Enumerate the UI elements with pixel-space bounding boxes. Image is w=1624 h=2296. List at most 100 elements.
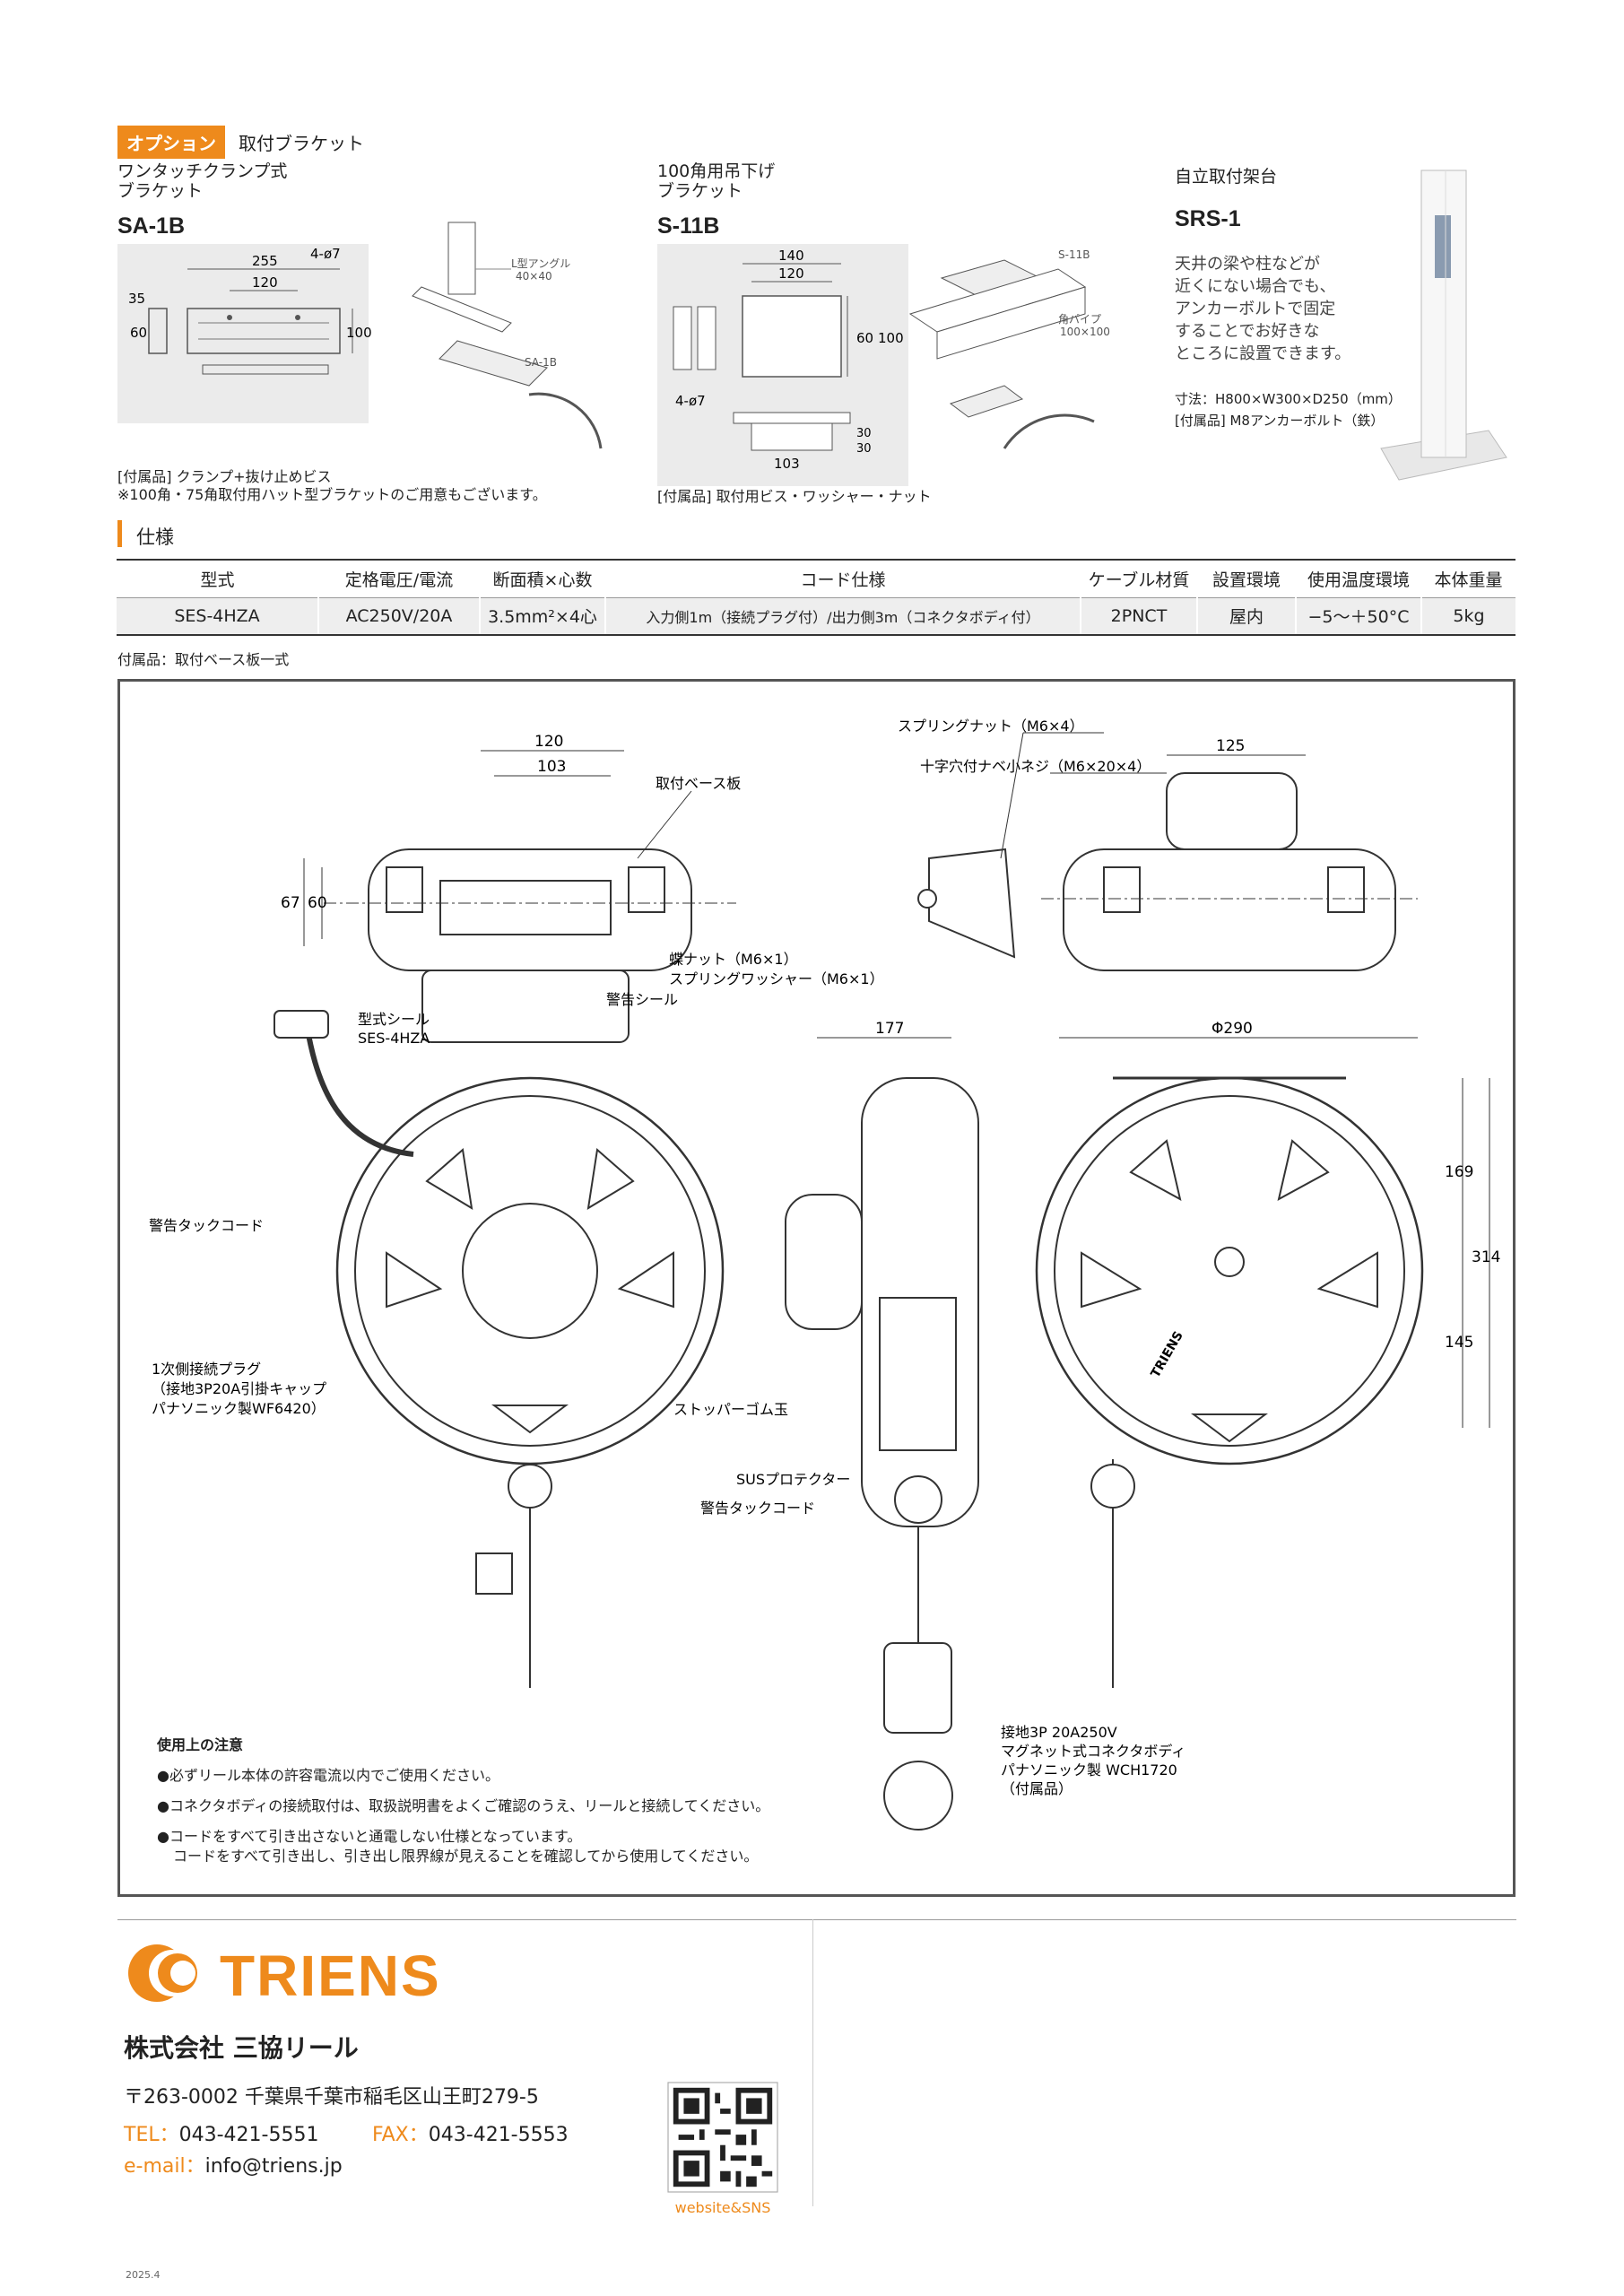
s11b-dim-30b: 30 [856,442,872,456]
label-stopper: ストッパーゴム玉 [673,1401,788,1418]
bracket-srs1-size: 寸法：H800×W300×D250（mm） [1175,391,1402,407]
s11b-dim-holes: 4-ø7 [675,393,706,409]
sa1b-callout-angle-size: 40×40 [516,270,552,283]
dim-125: 125 [1216,737,1245,755]
footer-date: 2025.4 [126,2269,161,2281]
option-tag: オプション [117,126,225,159]
sa1b-callout-angle: L型アングル [511,257,570,270]
spec-h-cable: ケーブル材質 [1081,559,1197,598]
dim-314: 314 [1472,1248,1500,1266]
label-conn-4: （付属品） [1001,1780,1073,1797]
spec-c-weight: 5kg [1420,597,1515,636]
technical-drawing-frame [117,679,1515,1897]
bracket-s11b-desc2: ブラケット [657,181,743,201]
spec-table: 型式 定格電圧/電流 断面積×心数 コード仕様 ケーブル材質 設置環境 使用温度… [117,559,1515,636]
sa1b-callout-label: SA-1B [525,356,557,369]
label-base-plate: 取付ベース板 [656,775,741,792]
spec-c-voltage: AC250V/20A [317,597,480,636]
label-wing-nut: 蝶ナット（M6×1） [669,951,798,968]
spec-c-model: SES-4HZA [117,597,318,636]
sa1b-dim-60: 60 [130,325,147,341]
note-4: コードをすべて引き出し、引き出し限界線が見えることを確認してから使用してください… [173,1848,759,1865]
s11b-callout-pipe-size: 100×100 [1060,326,1110,338]
spec-c-temp: −5〜＋50°C [1295,597,1421,636]
tel-label: TEL： [124,2124,179,2146]
s11b-dim-60: 60 [856,330,873,346]
spec-data-row: SES-4HZA AC250V/20A 3.5mm²×4心 入力側1m（接続プラ… [117,597,1515,636]
dim-290: Φ290 [1211,1020,1253,1038]
notes-title: 使用上の注意 [157,1736,244,1753]
s11b-dim-100: 100 [878,330,904,346]
bracket-sa1b-iso: L型アングル 40×40 SA-1B [412,222,603,449]
label-model-seal-val: SES-4HZA [358,1030,430,1047]
label-plug-3: パナソニック製WF6420） [152,1400,326,1417]
srs1-text-line3: アンカーボルトで固定 [1175,300,1336,318]
usage-notes: 使用上の注意 ●必ずリール本体の許容電流以内でご使用ください。 ●コネクタボディ… [157,1735,769,1866]
spec-h-temp: 使用温度環境 [1296,559,1421,598]
spec-c-cable: 2PNCT [1080,597,1197,636]
mail-value[interactable]: info@triens.jp [204,2155,343,2178]
note-1: ●必ずリール本体の許容電流以内でご使用ください。 [157,1767,499,1784]
label-sus: SUSプロテクター [736,1471,850,1488]
label-conn-2: マグネット式コネクタボディ [1001,1743,1185,1760]
bracket-s11b-desc1: 100角用吊下げ [657,161,776,181]
bracket-sa1b-accessory: [付属品] クランプ+抜け止めビス [117,468,332,485]
footer-address: 〒263-0002 千葉県千葉市稲毛区山王町279-5 [124,2086,539,2109]
footer-mail: e-mail：info@triens.jp [124,2150,343,2179]
label-warning-seal: 警告シール [606,991,678,1008]
sa1b-dim-120: 120 [252,274,278,291]
sa1b-dim-35: 35 [128,291,145,307]
bracket-s11b-drawing: 140 120 60 100 4-ø7 103 30 30 [673,248,904,472]
s11b-dim-120: 120 [778,265,804,282]
bracket-srs1-text: 天井の梁や柱などが 近くにない場合でも、 アンカーボルトで固定 することでお好き… [1175,253,1350,365]
bracket-s11b-iso: S-11B 角パイプ 100×100 [908,248,1110,449]
spec-h-cord: コード仕様 [605,559,1081,598]
qr-caption: website&SNS [674,2199,771,2216]
spec-c-cross: 3.5mm²×4心 [479,597,605,636]
dim-120: 120 [534,733,563,751]
spec-h-model: 型式 [117,559,318,598]
spec-header-row: 型式 定格電圧/電流 断面積×心数 コード仕様 ケーブル材質 設置環境 使用温度… [117,559,1515,598]
spec-heading: 仕様 [136,526,174,548]
bracket-sa1b-desc2: ブラケット [117,181,204,201]
label-plug-1: 1次側接続プラグ [152,1361,261,1378]
bracket-srs1-accessory: [付属品] M8アンカーボルト（鉄） [1175,413,1385,429]
label-pan-screw: 十字穴付ナベ小ネジ（M6×20×4） [920,758,1151,775]
bracket-sa1b-drawing: 255 120 4-ø7 35 60 100 [128,246,372,375]
dim-177: 177 [875,1020,904,1038]
bracket-sa1b-model: SA-1B [117,213,186,239]
stand-photo [1380,170,1507,481]
srs1-text-line5: ところに設置できます。 [1175,344,1351,363]
spec-c-cord: 入力側1m（接続プラグ付）/出力側3m（コネクタボディ付） [604,597,1081,636]
label-warning-tack-1: 警告タックコード [149,1217,264,1234]
bracket-sa1b-note: ※100角・75角取付用ハット型ブラケットのご用意もございます。 [117,486,547,503]
sa1b-dim-holes: 4-ø7 [310,246,341,262]
note-3: ●コードをすべて引き出さないと通電しない仕様となっています。 [157,1828,582,1845]
tel-value: 043-421-5551 [178,2124,319,2146]
footer-brand: TRIENS [220,1944,441,2008]
spec-c-env: 屋内 [1196,597,1296,636]
dim-67: 67 [281,894,300,912]
footer-fax: FAX：043-421-5553 [372,2118,569,2147]
option-title: 取付ブラケット [239,133,364,154]
spec-accessory: 付属品：取付ベース板一式 [117,651,290,668]
label-spring-nut: スプリングナット（M6×4） [898,718,1084,735]
triens-logo-icon [128,1944,197,2002]
footer-vdivider [812,1919,813,2206]
bracket-s11b-accessory: [付属品] 取付用ビス・ワッシャー・ナット [657,488,932,505]
fax-value: 043-421-5553 [428,2124,569,2146]
label-spring-washer: スプリングワッシャー（M6×1） [669,970,884,987]
footer-company: 株式会社 三協リール [124,2033,359,2063]
s11b-dim-103: 103 [774,456,800,472]
s11b-dim-30a: 30 [856,427,872,440]
sa1b-dim-255: 255 [252,253,278,269]
footer-tel: TEL：043-421-5551 [124,2118,318,2147]
qr-code[interactable] [667,2082,778,2193]
label-warning-tack-2: 警告タックコード [700,1500,815,1517]
bracket-srs1-desc1: 自立取付架台 [1175,167,1278,187]
fax-label: FAX： [372,2124,429,2146]
srs1-text-line1: 天井の梁や柱などが [1175,255,1320,274]
label-conn-3: パナソニック製 WCH1720 [1001,1761,1177,1779]
mail-label: e-mail： [124,2155,205,2178]
technical-drawing: 120 103 67 60 125 177 Φ290 169 314 145 取… [149,718,1500,1831]
